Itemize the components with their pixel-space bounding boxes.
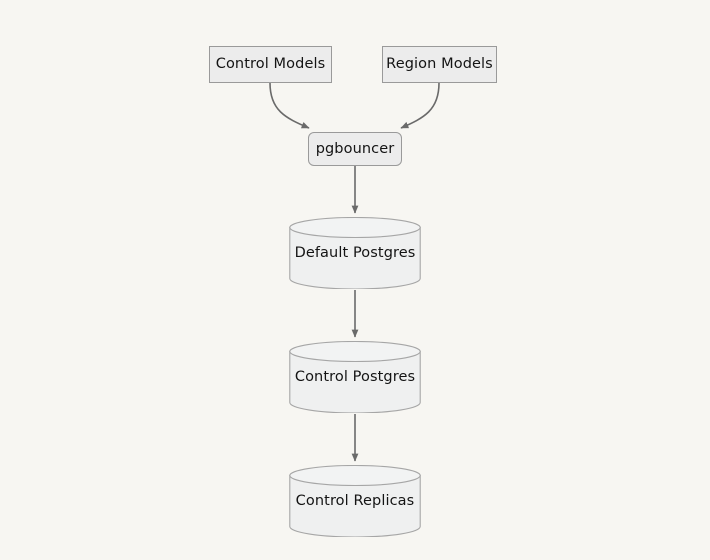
node-pgbouncer-label: pgbouncer <box>315 140 395 157</box>
cylinder-shape <box>289 341 421 413</box>
node-control-postgres[interactable]: Control Postgres <box>289 341 421 413</box>
node-default-postgres[interactable]: Default Postgres <box>289 217 421 289</box>
cylinder-shape <box>289 465 421 537</box>
node-control-replicas[interactable]: Control Replicas <box>289 465 421 537</box>
node-control-models[interactable]: Control Models <box>209 46 332 83</box>
node-pgbouncer[interactable]: pgbouncer <box>308 132 402 166</box>
edge-region-models-to-pgbouncer <box>400 82 440 129</box>
cylinder-shape <box>289 217 421 289</box>
node-region-models-label: Region Models <box>386 56 493 73</box>
edge-control-models-to-pgbouncer <box>269 82 310 129</box>
node-control-replicas-label: Control Replicas <box>295 492 415 509</box>
node-default-postgres-label: Default Postgres <box>294 244 416 261</box>
node-control-postgres-label: Control Postgres <box>294 368 416 385</box>
node-control-models-label: Control Models <box>215 56 326 73</box>
node-region-models[interactable]: Region Models <box>382 46 497 83</box>
